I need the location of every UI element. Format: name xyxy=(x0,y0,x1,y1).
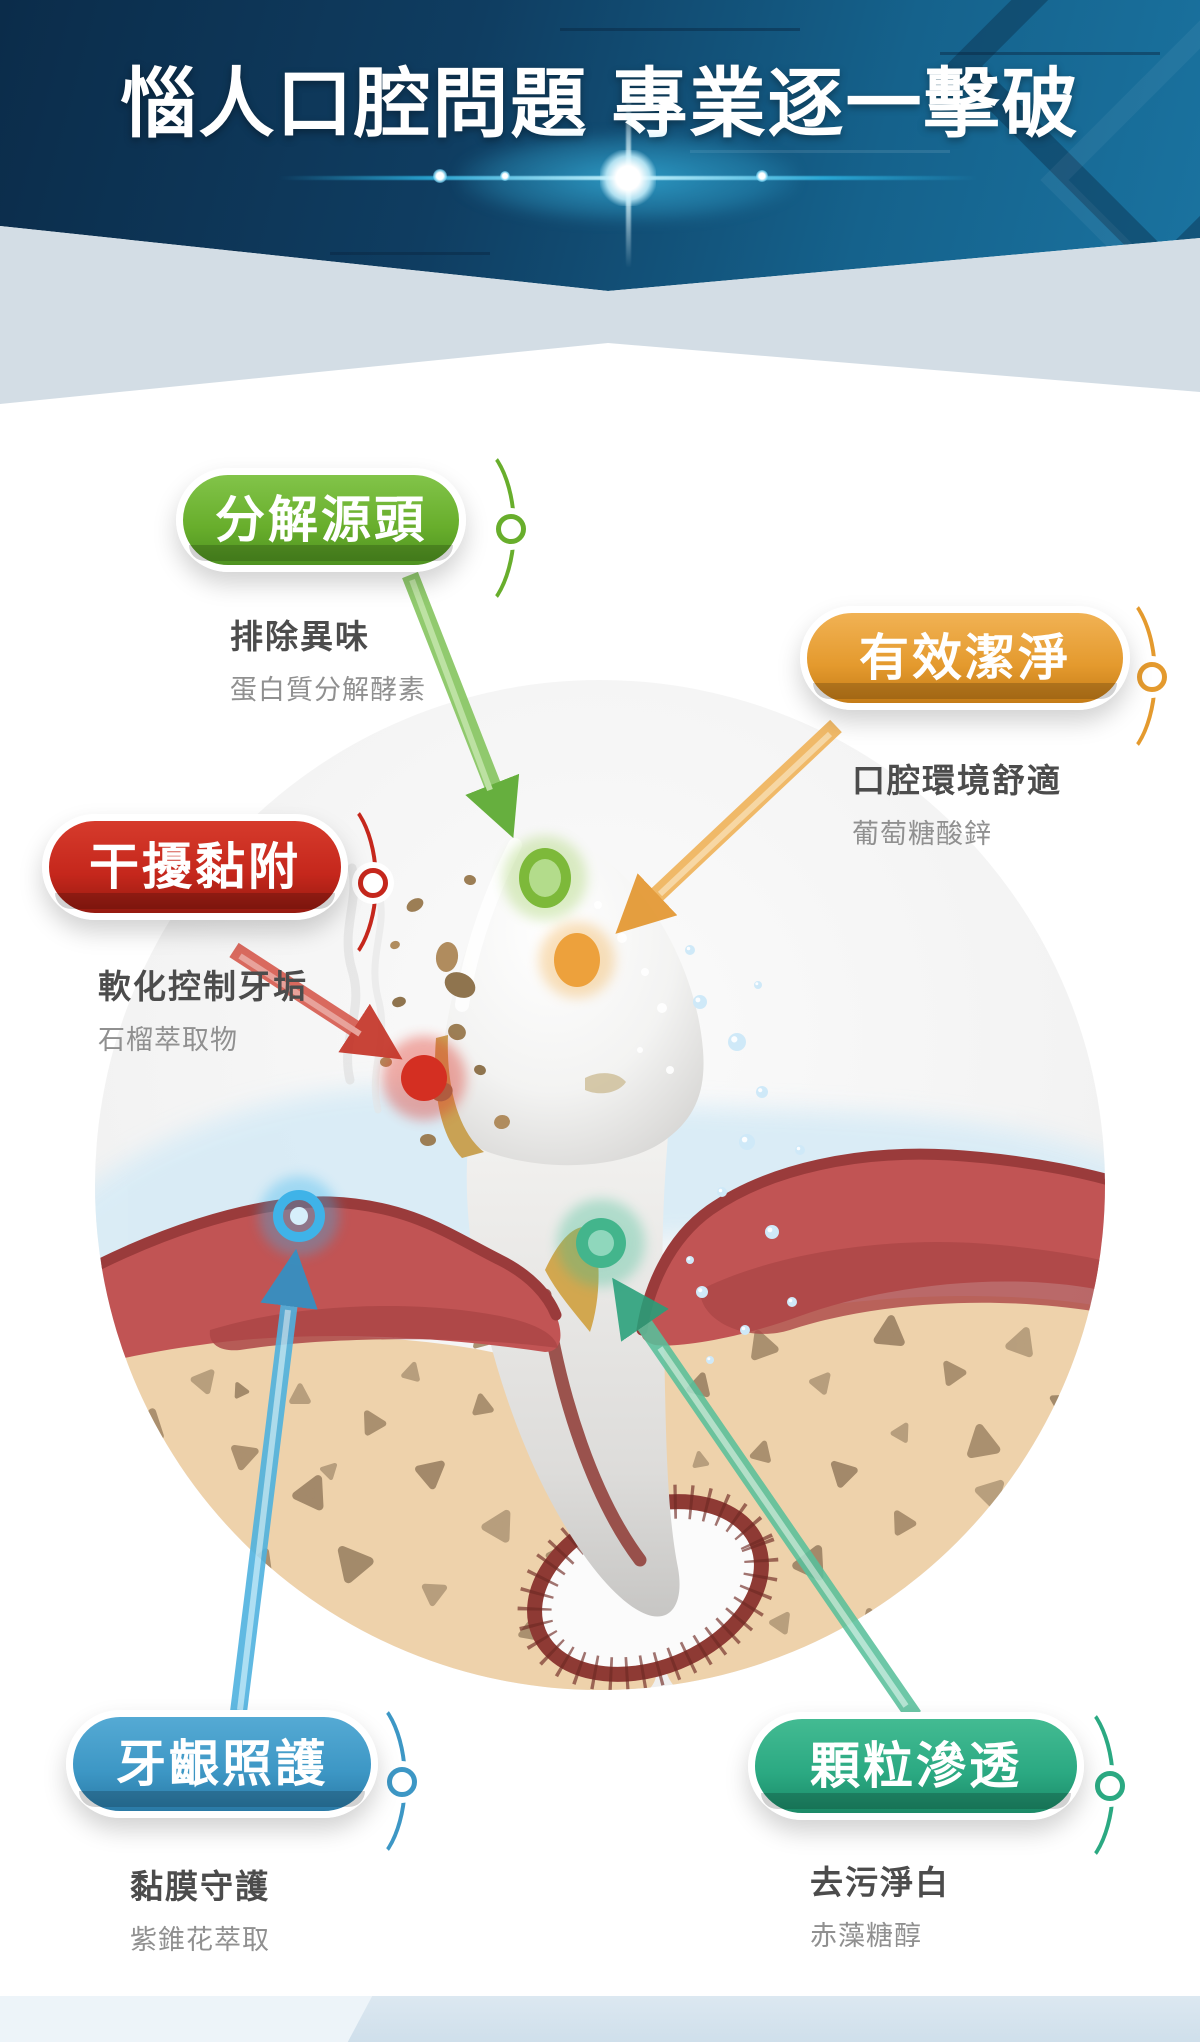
callout-label: 干擾黏附 xyxy=(89,839,301,895)
callout-pill-block-adhesion: 干擾黏附 xyxy=(42,814,348,920)
callout-pill-gum-care: 牙齦照護 xyxy=(66,1710,378,1818)
caption-subtitle: 軟化控制牙垢 xyxy=(98,968,308,1005)
caption-subtitle: 口腔環境舒適 xyxy=(852,762,1062,799)
bracket-ring-icon xyxy=(1095,1771,1125,1801)
tech-line xyxy=(560,28,800,31)
caption-ingredient: 葡萄糖酸鋅 xyxy=(852,819,992,849)
lens-flare-icon xyxy=(500,171,510,181)
bracket-ring-icon xyxy=(496,514,526,544)
caption-particle-penetrate: 去污淨白 赤藻糖醇 xyxy=(810,1856,950,1953)
tech-line xyxy=(690,150,950,153)
tech-line xyxy=(940,52,1160,55)
callout-label: 分解源頭 xyxy=(215,492,427,548)
blue-indicator-dot xyxy=(259,1176,339,1256)
page-title: 惱人口腔問題 專業逐一擊破 xyxy=(120,62,1080,147)
callout-label: 有效潔淨 xyxy=(859,630,1071,686)
teal-arrow-icon xyxy=(612,1277,922,1721)
lens-flare-icon xyxy=(756,170,768,182)
caption-ingredient: 石榴萃取物 xyxy=(98,1025,238,1055)
callout-label: 牙齦照護 xyxy=(116,1736,328,1792)
lens-flare-icon xyxy=(433,169,447,183)
callout-label: 顆粒滲透 xyxy=(810,1738,1022,1794)
caption-ingredient: 赤藻糖醇 xyxy=(810,1921,922,1951)
red-arrow-icon xyxy=(229,942,403,1060)
caption-effective-clean: 口腔環境舒適 葡萄糖酸鋅 xyxy=(852,754,1062,851)
caption-gum-care: 黏膜守護 紫錐花萃取 xyxy=(130,1860,270,1957)
callout-pill-particle-penetrate: 顆粒滲透 xyxy=(748,1712,1084,1820)
red-indicator-dot xyxy=(382,1036,466,1120)
lens-flare-icon xyxy=(600,150,656,206)
caption-block-adhesion: 軟化控制牙垢 石榴萃取物 xyxy=(98,960,308,1057)
caption-subtitle: 黏膜守護 xyxy=(130,1868,270,1905)
tech-line xyxy=(330,252,490,255)
bracket-ring-icon xyxy=(358,868,388,898)
caption-decompose-source: 排除異味 蛋白質分解酵素 xyxy=(230,610,426,707)
green-arrow-icon xyxy=(402,571,520,839)
caption-ingredient: 紫錐花萃取 xyxy=(130,1925,270,1955)
callout-pill-decompose-source: 分解源頭 xyxy=(176,468,466,572)
bracket-ring-icon xyxy=(1137,662,1167,692)
caption-subtitle: 去污淨白 xyxy=(810,1864,950,1901)
bracket-ring-icon xyxy=(387,1767,417,1797)
caption-ingredient: 蛋白質分解酵素 xyxy=(230,675,426,705)
header-banner: 惱人口腔問題 專業逐一擊破 xyxy=(0,0,1200,291)
teal-indicator-dot xyxy=(557,1199,645,1287)
orange-indicator-dot xyxy=(539,922,615,998)
caption-subtitle: 排除異味 xyxy=(230,618,370,655)
orange-arrow-icon xyxy=(615,719,842,934)
green-indicator-dot xyxy=(503,836,587,920)
callout-pill-effective-clean: 有效潔淨 xyxy=(800,606,1130,710)
footer-band-decoration xyxy=(0,1996,1200,2042)
blue-arrow-icon xyxy=(229,1248,318,1718)
